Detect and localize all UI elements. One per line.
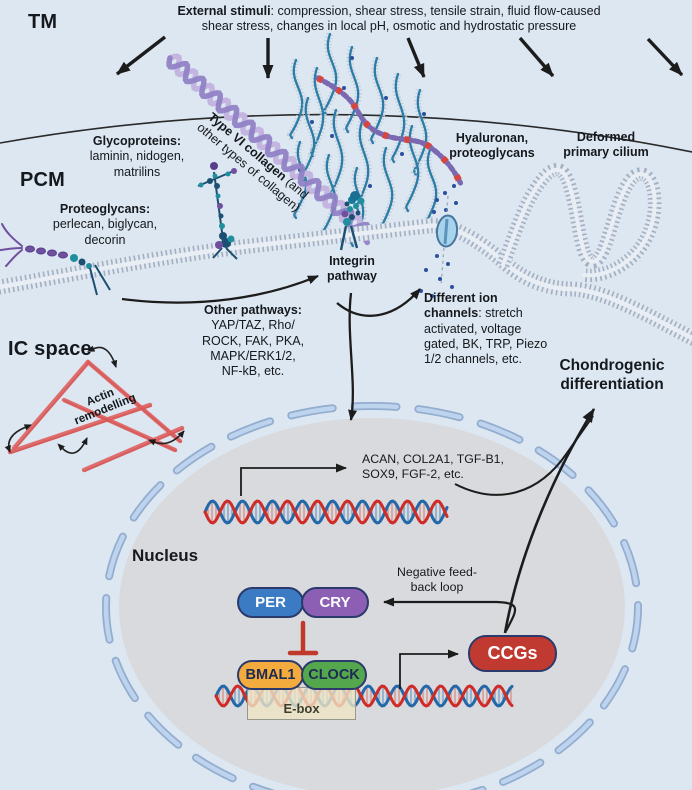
proteoglycans-label: Proteoglycans: perlecan, biglycan, decor… xyxy=(25,202,185,248)
clock-node: CLOCK xyxy=(301,660,367,690)
other-pathways-label: Other pathways: YAP/TAZ, Rho/ ROCK, FAK,… xyxy=(173,303,333,379)
other-pathways-heading: Other pathways: xyxy=(204,303,302,317)
cry-node: CRY xyxy=(301,587,369,618)
external-stimuli-heading: External stimuli xyxy=(177,4,271,18)
ion-channels-label: Different ion channels: stretch activate… xyxy=(424,291,564,367)
stimuli-arrows xyxy=(115,35,684,79)
genes-line: SOX9, FGF-2, etc. xyxy=(362,467,464,481)
external-stimuli-line2: shear stress, changes in local pH, osmot… xyxy=(201,19,577,34)
integrin-pathway-label: Integrin pathway xyxy=(297,254,407,285)
proteoglycans-line: decorin xyxy=(84,232,126,247)
hyaluronan-label: Hyaluronan, proteoglycans xyxy=(422,131,562,162)
glycoprotein-molecule xyxy=(197,162,238,260)
region-label-pcm: PCM xyxy=(20,169,66,191)
proteoglycans-heading: Proteoglycans: xyxy=(59,202,151,216)
negative-feedback-label: Negative feed- back loop xyxy=(377,565,497,595)
external-stimuli-line1: : compression, shear stress, tensile str… xyxy=(270,4,601,18)
proteoglycan-molecule xyxy=(0,223,111,296)
outcome-line: Chondrogenic xyxy=(559,357,665,374)
glycoproteins-label: Glycoproteins: laminin, nidogen, matrili… xyxy=(57,134,217,180)
other-pathways-line: YAP/TAZ, Rho/ xyxy=(211,318,295,333)
external-stimuli-caption: External stimuli: compression, shear str… xyxy=(119,4,659,35)
glycoproteins-heading: Glycoproteins: xyxy=(92,134,182,148)
hyaluronan-line: proteoglycans xyxy=(449,146,535,161)
cilium-line: primary cilium xyxy=(563,145,649,160)
actin-filaments xyxy=(4,345,185,473)
ion-channels-line: 1/2 channels, etc. xyxy=(424,352,522,366)
primary-cilium xyxy=(496,163,662,283)
genes-line: ACAN, COL2A1, TGF-B1, xyxy=(362,452,504,466)
ion-channels-heading: Different ion xyxy=(424,291,498,305)
ion-channels-line: gated, BK, TRP, Piezo xyxy=(424,336,548,351)
other-pathways-line: NF-kB, etc. xyxy=(221,364,285,378)
cilium-line: Deformed xyxy=(576,130,636,144)
region-label-tm: TM xyxy=(28,11,58,33)
region-label-nucleus: Nucleus xyxy=(132,546,199,565)
integrin-line: Integrin xyxy=(329,254,375,268)
collagen-fibril xyxy=(166,53,379,246)
per-node: PER xyxy=(237,587,304,618)
dna-helix-upper xyxy=(203,499,449,525)
other-pathways-line: ROCK, FAK, PKA, xyxy=(201,333,305,348)
bmal1-node: BMAL1 xyxy=(237,660,304,690)
ion-channels-heading2: channels xyxy=(424,306,479,321)
feedback-line: Negative feed- xyxy=(397,565,477,579)
cell-membrane xyxy=(0,218,692,347)
signal-arrows xyxy=(121,274,596,689)
target-genes-label: ACAN, COL2A1, TGF-B1, SOX9, FGF-2, etc. xyxy=(362,452,504,482)
region-label-ic-space: IC space xyxy=(8,338,92,360)
other-pathways-line: MAPK/ERK1/2, xyxy=(210,348,296,363)
integrin-line: pathway xyxy=(326,269,377,284)
proteoglycans-line: perlecan, biglycan, xyxy=(52,217,158,232)
chondrogenic-differentiation-label: Chondrogenic differentiation xyxy=(522,357,692,395)
integrin-receptor xyxy=(339,191,365,251)
inhibition-tbar xyxy=(287,620,319,656)
ccgs-node: CCGs xyxy=(468,635,557,672)
glycoproteins-line: laminin, nidogen, xyxy=(89,149,185,164)
ion-channel xyxy=(435,195,459,287)
e-box: E-box xyxy=(247,687,356,720)
tm-pcm-boundary-arc xyxy=(0,113,692,153)
hyaluronan-line: Hyaluronan, xyxy=(455,131,529,145)
cilium-label: Deformed primary cilium xyxy=(536,130,676,161)
glycoproteins-line: matrilins xyxy=(113,164,161,179)
ion-channels-rest: : stretch xyxy=(478,306,523,321)
feedback-line: back loop xyxy=(410,580,464,594)
ion-channels-line: activated, voltage xyxy=(424,321,522,336)
outcome-line: differentiation xyxy=(560,375,664,393)
